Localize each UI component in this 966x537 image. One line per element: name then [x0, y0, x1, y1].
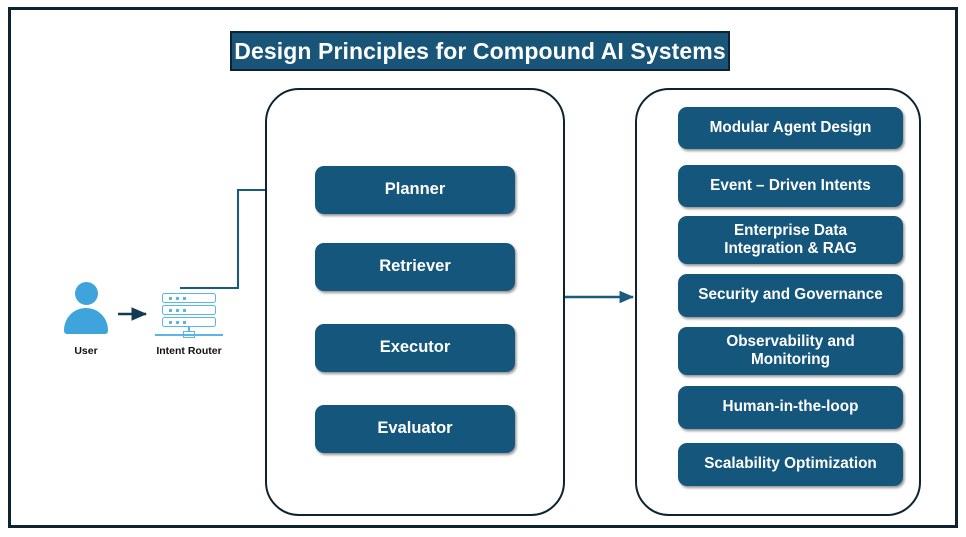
rack-base-icon	[155, 334, 223, 336]
principle-label: Human-in-the-loop	[722, 398, 859, 416]
pipeline-stage-executor[interactable]: Executor	[315, 324, 515, 372]
intent-router-label: Intent Router	[156, 345, 222, 357]
server-rack-icon	[153, 293, 225, 341]
rack-dot-icon	[183, 321, 186, 324]
principle-event-driven-intents[interactable]: Event – Driven Intents	[678, 165, 903, 207]
rack-dot-icon	[169, 309, 172, 312]
principle-security-and-governance[interactable]: Security and Governance	[678, 274, 903, 317]
pipeline-stage-retriever[interactable]: Retriever	[315, 243, 515, 291]
pipeline-stage-label: Planner	[384, 180, 446, 199]
rack-dot-icon	[169, 297, 172, 300]
pipeline-stage-label: Retriever	[379, 257, 451, 276]
user-avatar-body-icon	[64, 308, 108, 334]
rack-unit-3-icon	[162, 317, 216, 327]
page-title: Design Principles for Compound AI System…	[234, 37, 726, 64]
principle-label: Event – Driven Intents	[710, 176, 871, 194]
principle-label: Security and Governance	[698, 286, 883, 304]
principle-scalability-optimization[interactable]: Scalability Optimization	[678, 443, 903, 486]
rack-dot-icon	[176, 297, 179, 300]
user-avatar-icon	[62, 282, 110, 334]
rack-dot-icon	[169, 321, 172, 324]
principle-label: Modular Agent Design	[709, 118, 872, 136]
rack-dot-icon	[183, 309, 186, 312]
rack-dot-icon	[183, 297, 186, 300]
pipeline-stage-label: Evaluator	[377, 419, 453, 438]
page-title-banner: Design Principles for Compound AI System…	[230, 31, 730, 71]
rack-dot-icon	[176, 309, 179, 312]
user-label: User	[74, 345, 98, 357]
pipeline-stage-label: Executor	[379, 338, 451, 357]
rack-stem-icon	[188, 327, 190, 332]
pipeline-stage-evaluator[interactable]: Evaluator	[315, 405, 515, 453]
principle-label: Scalability Optimization	[704, 455, 877, 473]
rack-unit-1-icon	[162, 293, 216, 303]
rack-dot-icon	[176, 321, 179, 324]
principle-modular-agent-design[interactable]: Modular Agent Design	[678, 107, 903, 149]
user-avatar-head-icon	[75, 282, 98, 305]
rack-unit-2-icon	[162, 305, 216, 315]
pipeline-stage-planner[interactable]: Planner	[315, 166, 515, 214]
principle-human-in-the-loop[interactable]: Human-in-the-loop	[678, 386, 903, 429]
